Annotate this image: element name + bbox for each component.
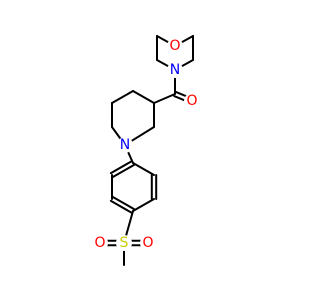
svg-text:O: O — [186, 93, 197, 109]
svg-text:N: N — [120, 137, 130, 153]
atom-o-sulfonyl-right: O — [140, 235, 156, 251]
bond-a6-a1 — [132, 162, 155, 176]
atom-label-layer: O N O N S O O — [92, 38, 200, 251]
svg-text:O: O — [169, 38, 180, 54]
bond-a1-a2-b — [112, 163, 136, 178]
bond-p5-p4 — [111, 90, 134, 104]
svg-text:O: O — [94, 235, 105, 251]
svg-text:N: N — [170, 62, 180, 78]
atom-o-sulfonyl-left: O — [92, 235, 108, 251]
atom-n-piperidine: N — [117, 137, 133, 153]
atom-o-morpholine: O — [167, 38, 183, 54]
bond-a4-a5 — [132, 198, 155, 212]
atom-o-carbonyl: O — [184, 93, 200, 109]
bond-p4-p3 — [132, 90, 155, 104]
molecule-structure-diagram: O N O N S O O — [92, 35, 200, 266]
atom-n-morpholine: N — [167, 62, 183, 78]
bond-a1-a2-a — [109, 160, 133, 175]
svg-text:S: S — [120, 235, 129, 251]
atom-s-sulfonyl: S — [116, 235, 132, 251]
bond-a3-a4-a — [109, 199, 133, 214]
bond-a3-a4-b — [112, 196, 136, 211]
bond-co-p3 — [153, 93, 176, 104]
bond-layer — [99, 35, 194, 266]
svg-text:O: O — [142, 235, 153, 251]
